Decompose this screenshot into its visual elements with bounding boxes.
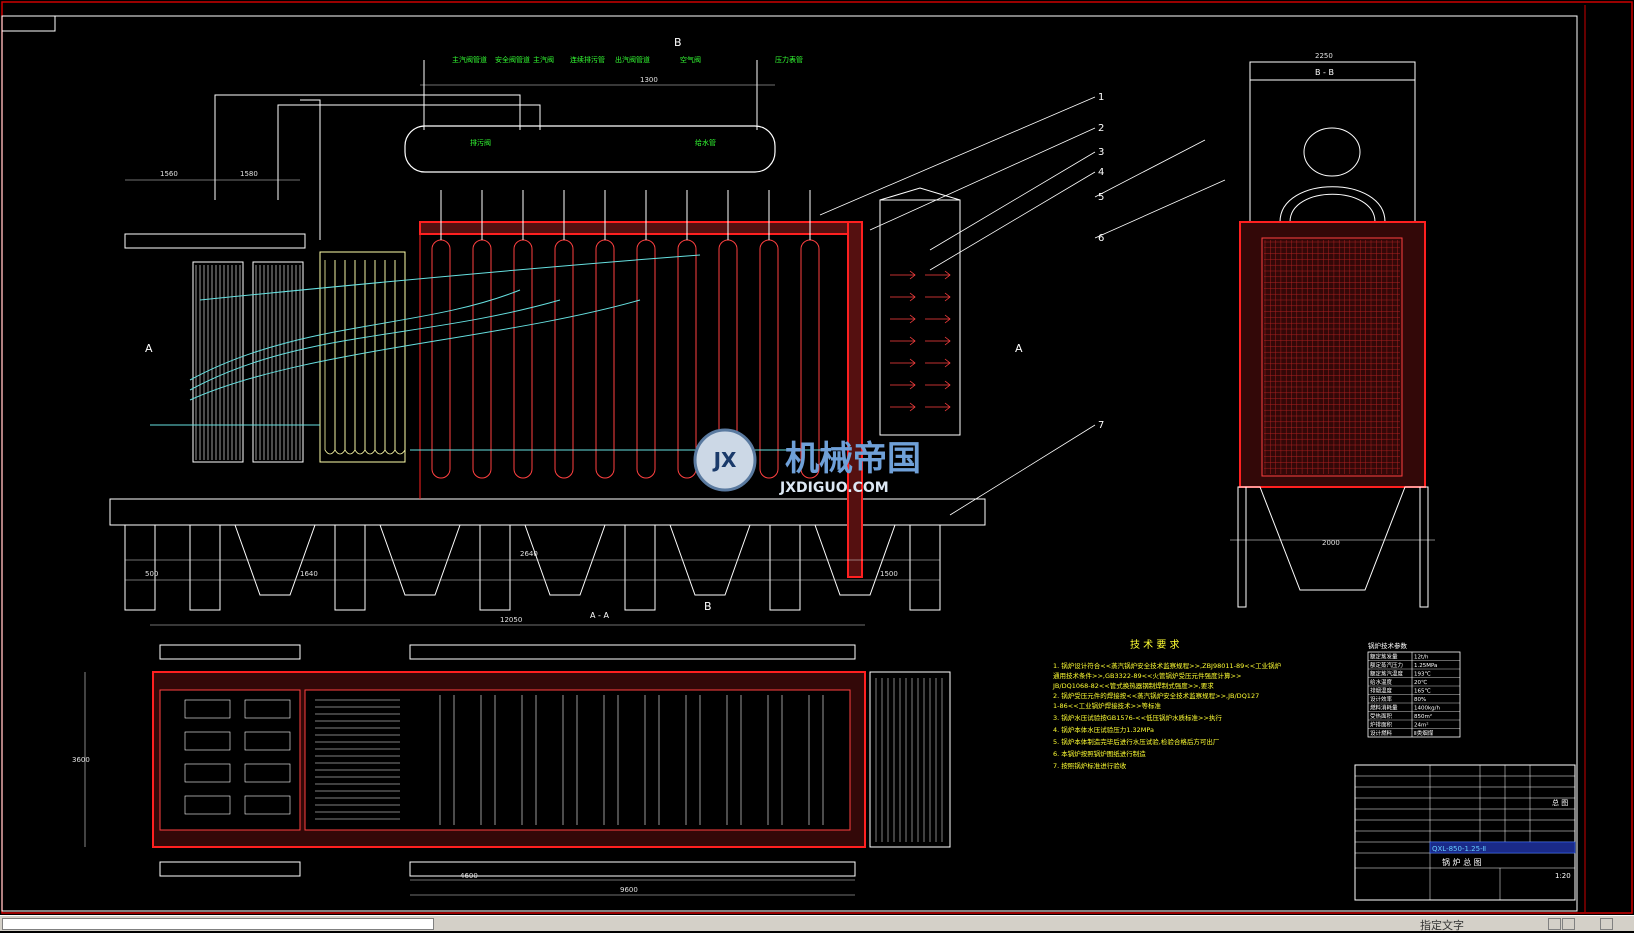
param-name: 额定蒸发量 xyxy=(1370,653,1398,661)
tech-req-line-4: 1-86<<工业锅炉焊接技术>>等标准 xyxy=(1053,701,1162,710)
frame-corner-tab xyxy=(1,15,56,32)
callout-1: 1 xyxy=(1098,92,1104,103)
connecting-tubes xyxy=(150,254,850,451)
superheater-tubes xyxy=(324,260,406,455)
watermark-url: JXDIGUO.COM xyxy=(779,480,889,496)
pipe-label-4: 出汽阀管道 xyxy=(615,55,650,64)
tech-req-line-7: 5. 锅炉本体制造完毕后进行水压试验,检验合格后方可出厂 xyxy=(1053,737,1220,746)
side-elevation: 2250 B - B 2000 xyxy=(1230,52,1435,608)
scroll-right-button[interactable] xyxy=(1562,918,1575,930)
callout-5: 5 xyxy=(1098,192,1104,203)
param-name: 炉排面积 xyxy=(1370,721,1393,729)
status-hint: 指定文字 xyxy=(1420,919,1464,932)
callout-4: 4 xyxy=(1098,167,1104,178)
tech-req-line-5: 3. 锅炉水压试验按GB1576-<<低压锅炉水质标准>>执行 xyxy=(1053,713,1222,722)
param-value: 193℃ xyxy=(1414,671,1431,678)
dim-1640: 1640 xyxy=(300,570,318,578)
side-tube-grid xyxy=(1264,240,1400,474)
plan-tube-rows xyxy=(184,695,824,825)
watermark-logo: JX 机械帝国 JXDIGUO.COM xyxy=(693,428,921,496)
pipe-label-3: 连续排污管 xyxy=(570,55,605,64)
dim-1500: 1500 xyxy=(880,570,898,578)
parameter-table: 锅炉技术参数 额定蒸发量 12t/h 额定蒸汽压力 1.25MPa 额定蒸汽温度 193℃… xyxy=(1367,641,1461,738)
section-b-b-label: B - B xyxy=(1315,68,1334,77)
tech-req-line-6: 4. 锅炉本体水压试验压力1.32MPa xyxy=(1053,725,1154,734)
dim-1300: 1300 xyxy=(640,76,658,84)
param-name: 给水温度 xyxy=(1370,678,1393,686)
command-line-input[interactable] xyxy=(2,918,434,930)
scroll-left-button[interactable] xyxy=(1548,918,1561,930)
param-name: 受热面积 xyxy=(1370,712,1393,720)
inner-frame xyxy=(1,15,1578,912)
param-value: 1400kg/h xyxy=(1414,706,1441,712)
section-a-left: A xyxy=(145,342,153,355)
drawing-scale: 1:20 xyxy=(1555,872,1571,880)
tech-req-line-1: 通用技术条件>>,GB3322-89<<火管锅炉受压元件强度计算>> xyxy=(1053,671,1241,680)
air-preheater-elements xyxy=(890,270,951,412)
dim-2640: 2640 xyxy=(520,550,538,558)
callout-3: 3 xyxy=(1098,147,1104,158)
section-a-a-label: A - A xyxy=(590,611,609,620)
status-bar: 指定文字 xyxy=(0,915,1634,932)
param-name: 排烟温度 xyxy=(1370,687,1393,695)
param-name: 燃料消耗量 xyxy=(1370,704,1398,712)
param-name: 设计燃料 xyxy=(1370,729,1393,737)
dim-1580: 1580 xyxy=(240,170,258,178)
pipe-label-5: 空气阀 xyxy=(680,55,701,64)
watermark-title: 机械帝国 xyxy=(785,439,921,479)
param-name: 额定蒸汽温度 xyxy=(1370,670,1404,678)
dim-9600: 9600 xyxy=(620,886,638,894)
param-value: 165℃ xyxy=(1414,688,1431,695)
callout-6: 6 xyxy=(1098,233,1104,244)
dim-1560: 1560 xyxy=(160,170,178,178)
pipe-label-7: 排污阀 xyxy=(470,138,491,147)
watermark-badge: JX xyxy=(712,448,737,472)
pipe-label-0: 主汽阀管道 xyxy=(452,55,487,64)
tech-req-line-8: 6. 本锅炉按照锅炉图纸进行制造 xyxy=(1053,749,1146,758)
param-name: 设计效率 xyxy=(1370,695,1393,703)
param-value: 80% xyxy=(1414,697,1426,703)
param-value: Ⅱ类烟煤 xyxy=(1414,729,1434,737)
section-a-right: A xyxy=(1015,342,1023,355)
callout-7: 7 xyxy=(1098,420,1104,431)
param-value: 20℃ xyxy=(1414,679,1427,686)
riser-tubes xyxy=(431,190,820,479)
section-b-top: B xyxy=(674,36,682,49)
resize-handle[interactable] xyxy=(1600,918,1613,930)
param-table-title: 锅炉技术参数 xyxy=(1368,641,1408,650)
pipe-label-6: 压力表管 xyxy=(775,55,803,64)
dim-3600: 3600 xyxy=(72,756,90,764)
tech-req-line-0: 1. 锅炉设计符合<<蒸汽锅炉安全技术监察规程>>,ZBJ98011-89<<工… xyxy=(1053,661,1282,670)
dim-500: 500 xyxy=(145,570,158,578)
pipe-label-8: 给水管 xyxy=(695,138,716,147)
section-b-bottom: B xyxy=(704,600,712,613)
dim-2250: 2250 xyxy=(1315,52,1333,60)
plan-air-preheater xyxy=(875,678,943,842)
front-elevation: JX 机械帝国 JXDIGUO.COM A A B B 1 2 3 4 5 6 … xyxy=(109,36,1226,613)
tech-req-title: 技 术 要 求 xyxy=(1130,638,1180,651)
param-value: 1.25MPa xyxy=(1414,663,1437,669)
param-value: 24m² xyxy=(1414,722,1429,729)
dim-12050: 12050 xyxy=(500,616,522,624)
pipe-label-1: 安全阀管道 xyxy=(495,55,530,64)
tech-req-line-3: 2. 锅炉受压元件的焊接按<<蒸汽锅炉安全技术监察规程>>,JB/DQ127 xyxy=(1053,691,1259,700)
title-block: QXL-850-1.25-Ⅱ 锅 炉 总 图 1:20 总 图 xyxy=(1354,764,1576,901)
drawing-tag: 总 图 xyxy=(1552,798,1568,807)
param-value: 850m² xyxy=(1414,713,1432,720)
tech-req-line-9: 7. 按照锅炉标准进行验收 xyxy=(1053,761,1127,770)
dim-2000: 2000 xyxy=(1322,539,1340,547)
pipe-label-2: 主汽阀 xyxy=(533,55,554,64)
dim-4600: 4600 xyxy=(460,872,478,880)
param-value: 12t/h xyxy=(1414,655,1429,661)
callout-2: 2 xyxy=(1098,123,1104,134)
param-name: 额定蒸汽压力 xyxy=(1370,661,1403,669)
drawing-name: 锅 炉 总 图 xyxy=(1442,857,1482,867)
tech-req-line-2: JB/DQ1068-82<<管式换热器钢制焊制式强度>>,要求 xyxy=(1052,681,1214,690)
economizer-tubes xyxy=(195,265,301,460)
technical-requirements: 技 术 要 求 1. 锅炉设计符合<<蒸汽锅炉安全技术监察规程>>,ZBJ980… xyxy=(1052,638,1282,770)
plan-view: A - A 12050 9600 4600 3600 xyxy=(72,611,951,896)
drawing-number: QXL-850-1.25-Ⅱ xyxy=(1432,845,1486,853)
